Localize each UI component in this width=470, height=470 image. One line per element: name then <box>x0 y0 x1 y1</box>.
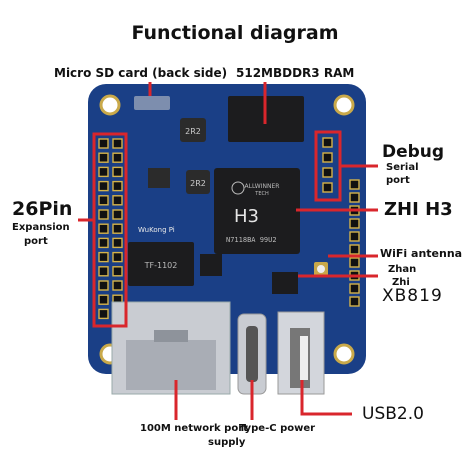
label-debug-port: port <box>386 175 410 186</box>
inductor-1-label: 2R2 <box>185 127 201 136</box>
label-26pin: 26Pin <box>12 198 73 220</box>
soc-brand-2: TECH <box>254 191 269 197</box>
header-pin <box>349 244 360 255</box>
header-pin <box>112 266 123 277</box>
callout-line-usb <box>300 380 352 416</box>
label-typec: Type-C power <box>239 423 316 434</box>
header-pin <box>98 152 109 163</box>
header-pin <box>112 195 123 206</box>
page-title: Functional diagram <box>131 22 339 44</box>
header-pin <box>98 223 109 234</box>
debug-header <box>322 137 333 193</box>
soc-logo-icon <box>231 181 245 195</box>
label-soc: ZHI H3 <box>384 199 453 220</box>
header-pin <box>349 296 360 307</box>
mount-hole <box>99 94 121 116</box>
inductor-2 <box>186 170 210 194</box>
header-pin <box>112 180 123 192</box>
header-pin <box>98 209 109 220</box>
header-pin <box>98 294 109 305</box>
header-pin <box>349 179 360 190</box>
magnetics-chip <box>128 242 194 286</box>
header-pin <box>349 231 360 242</box>
header-pin <box>112 251 123 263</box>
mount-hole <box>333 343 355 365</box>
header-pin <box>112 166 123 178</box>
soc-chip <box>214 168 300 254</box>
label-debug: Debug <box>382 142 445 162</box>
label-zhi: Zhi <box>392 277 410 288</box>
ethernet-opening <box>126 340 216 390</box>
header-pin <box>112 280 123 291</box>
usb-tongue <box>300 336 308 380</box>
header-pin <box>98 251 109 263</box>
header-pin <box>112 223 123 234</box>
label-zhan: Zhan <box>388 264 417 275</box>
header-pin <box>349 257 360 268</box>
typec-inner <box>246 326 258 382</box>
header-pin <box>112 209 123 220</box>
header-pin <box>98 237 109 249</box>
header-pin <box>349 192 360 203</box>
header-pin <box>349 283 360 294</box>
label-26pin-expansion: Expansion <box>12 222 70 233</box>
label-usb: USB2.0 <box>362 404 424 424</box>
label-wifi-antenna: WiFi antenna <box>380 247 463 260</box>
header-pin <box>98 308 109 320</box>
debug-pin <box>322 152 333 163</box>
label-ram: 512MBDDR3 RAM <box>236 66 355 80</box>
callout-box-26pin <box>92 132 128 328</box>
inductor-2-label: 2R2 <box>190 179 206 188</box>
label-microsd: Micro SD card (back side) <box>54 66 228 80</box>
inductor-1 <box>180 118 206 142</box>
header-pin <box>98 166 109 178</box>
wifi-chip <box>272 272 298 294</box>
header-pin <box>112 237 123 249</box>
debug-pin <box>322 167 333 178</box>
ethernet-latch <box>154 330 188 342</box>
soc-code: N7118BA 99U2 <box>226 236 277 244</box>
header-pin <box>98 195 109 206</box>
label-network-port: 100M network port <box>140 423 248 434</box>
header-pin <box>98 138 109 149</box>
debug-pin <box>322 137 333 148</box>
regulator-chip <box>148 168 170 188</box>
label-26pin-port: port <box>24 236 48 247</box>
label-xb819: XB819 <box>382 286 443 306</box>
soc-brand: ALLWINNER <box>245 183 280 190</box>
antenna-icon <box>317 265 325 273</box>
header-pin <box>112 138 123 149</box>
soc-name: H3 <box>234 206 259 227</box>
header-pin <box>98 280 109 291</box>
mount-hole <box>333 94 355 116</box>
header-pin <box>98 266 109 277</box>
header-pin <box>98 180 109 192</box>
small-chip <box>200 254 222 276</box>
label-typec-supply: supply <box>208 437 246 448</box>
board-name: WuKong Pi <box>138 226 175 234</box>
header-pin <box>112 152 123 163</box>
header-pin <box>349 218 360 229</box>
label-debug-serial: Serial <box>386 162 419 173</box>
sd-slot <box>134 96 170 110</box>
magnetics-label: TF-1102 <box>144 261 178 270</box>
debug-pin <box>322 182 333 193</box>
